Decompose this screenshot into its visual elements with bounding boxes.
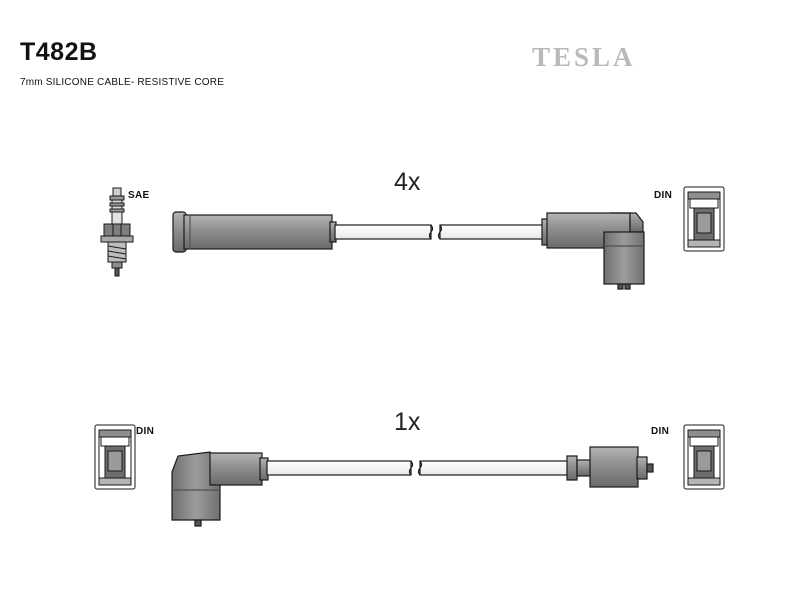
lead-2-coil-terminal-label: DIN bbox=[651, 426, 670, 437]
angled-coil-boot bbox=[541, 212, 645, 290]
straight-coil-boot bbox=[566, 446, 654, 488]
ignition-cable bbox=[334, 224, 545, 240]
din-terminal-icon bbox=[94, 424, 136, 490]
din-terminal-icon bbox=[683, 186, 725, 252]
lead-1-coil-terminal-label: DIN bbox=[654, 190, 673, 201]
din-terminal-icon bbox=[683, 424, 725, 490]
straight-plug-boot bbox=[172, 211, 337, 253]
lead-2-plug-terminal-label: DIN bbox=[136, 426, 155, 437]
spark-plug-icon bbox=[100, 187, 134, 277]
lead-1-plug-terminal-label: SAE bbox=[128, 190, 150, 201]
lead-1-wire-assembly bbox=[172, 211, 645, 290]
cable-description: 7mm SILICONE CABLE- RESISTIVE CORE bbox=[20, 77, 225, 88]
angled-plug-boot bbox=[171, 451, 269, 527]
lead-2-wire-assembly bbox=[171, 446, 654, 527]
lead-2-quantity: 1x bbox=[394, 408, 421, 436]
brand-logo: TESLA bbox=[532, 42, 636, 72]
ignition-cable bbox=[266, 460, 569, 476]
lead-1-quantity: 4x bbox=[394, 168, 421, 196]
part-number: T482B bbox=[20, 38, 98, 66]
